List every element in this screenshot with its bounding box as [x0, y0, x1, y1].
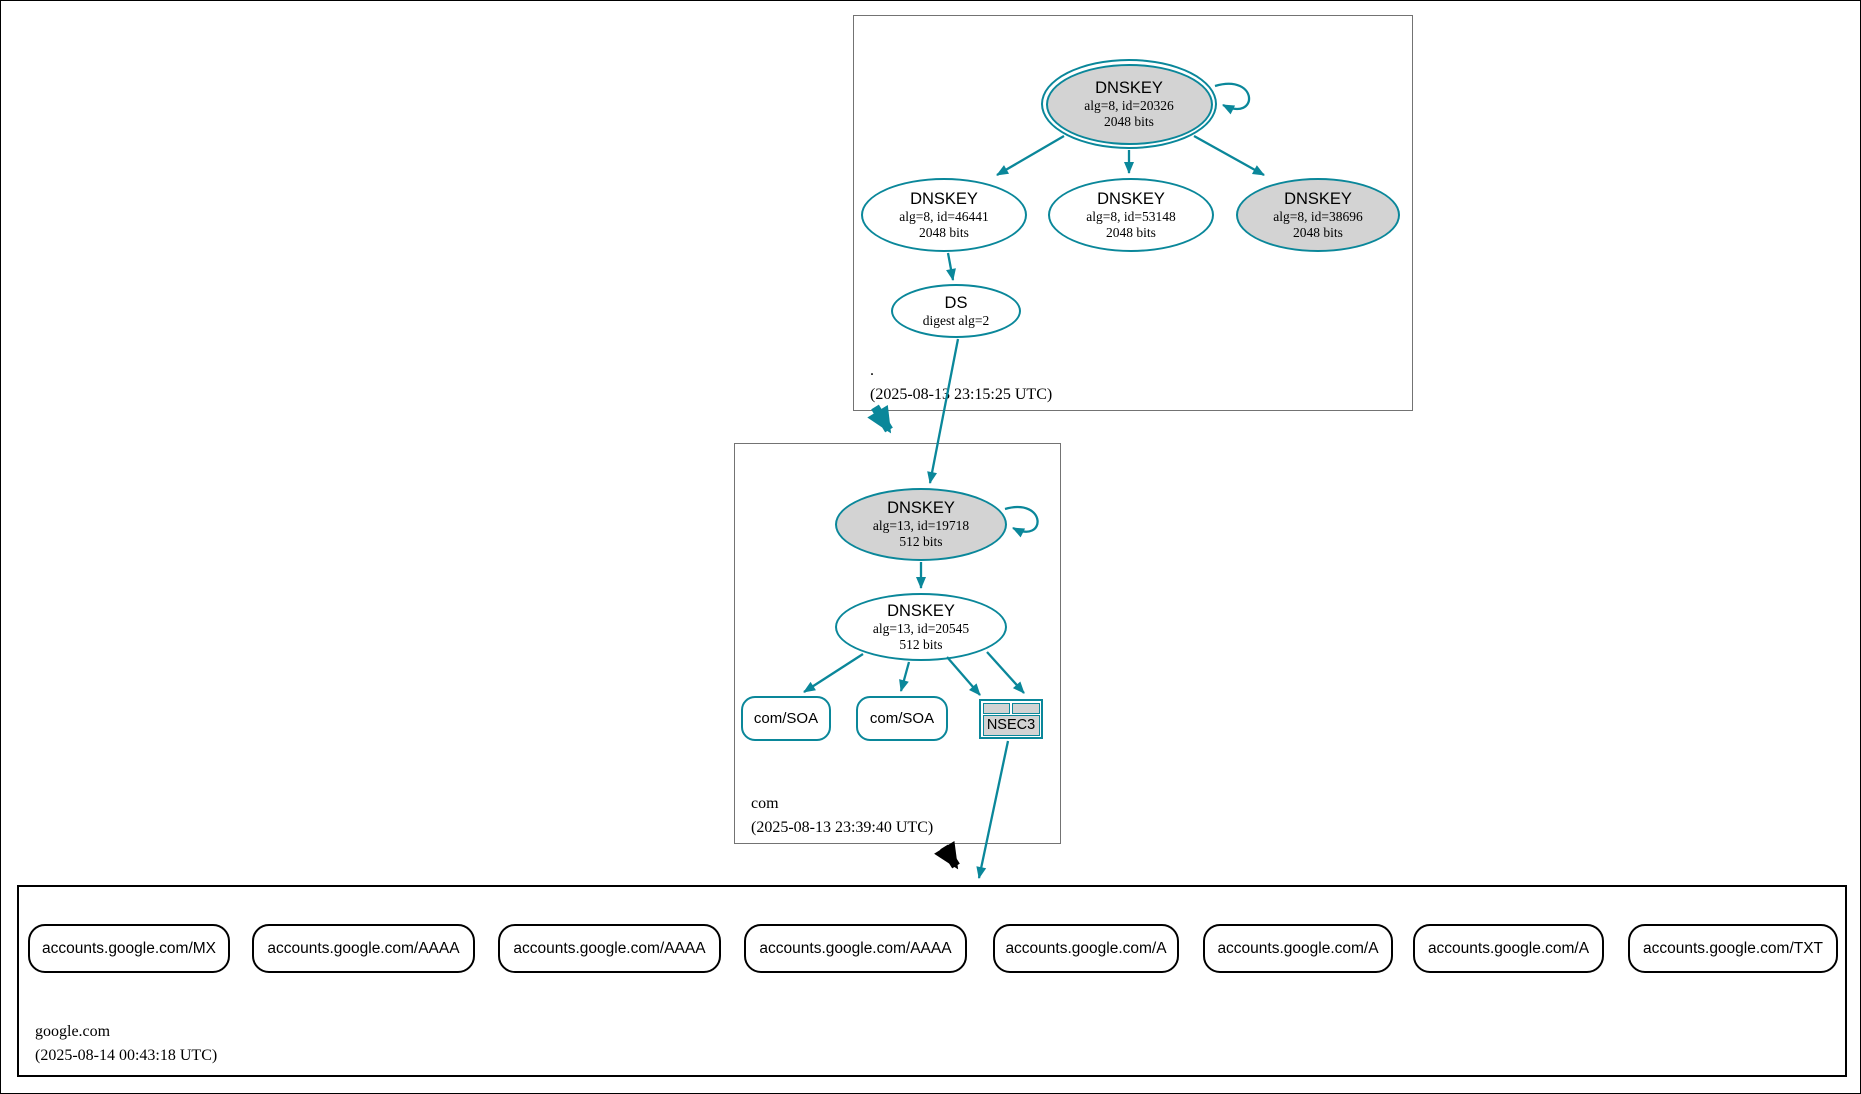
nsec3-cells [982, 702, 1040, 714]
dnskey-38696-type: DNSKEY [1284, 189, 1352, 208]
dnskey-53148-meta: alg=8, id=53148 [1086, 208, 1176, 224]
com-zone-name: com [751, 795, 779, 812]
root-zone-name: . [870, 362, 874, 379]
dnskey-19718-bits: 512 bits [899, 534, 943, 549]
rrset-node-aaaa-2[interactable]: accounts.google.com/AAAA [498, 924, 721, 973]
nsec3-cell-1 [982, 702, 1010, 714]
dnskey-20326-meta: alg=8, id=20326 [1084, 97, 1174, 113]
com-soa-1-label: com/SOA [753, 710, 819, 727]
dnskey-node-19718[interactable]: DNSKEY alg=13, id=19718 512 bits [835, 488, 1007, 561]
dnskey-46441-meta: alg=8, id=46441 [899, 208, 989, 224]
ds-meta: digest alg=2 [922, 312, 990, 328]
google-zone-box: google.com (2025-08-14 00:43:18 UTC) [17, 885, 1847, 1077]
com-zone-timestamp: (2025-08-13 23:39:40 UTC) [751, 819, 934, 836]
rrset-aaaa-2-label: accounts.google.com/AAAA [513, 939, 706, 957]
nsec3-node[interactable]: NSEC3 [979, 699, 1043, 739]
com-soa-2-label: com/SOA [869, 710, 935, 727]
dnskey-19718-meta: alg=13, id=19718 [872, 518, 970, 533]
com-soa-node-2[interactable]: com/SOA [856, 696, 948, 741]
dnskey-20545-bits: 512 bits [899, 636, 943, 652]
dnskey-46441-type: DNSKEY [910, 189, 978, 208]
com-zone-box: com (2025-08-13 23:39:40 UTC) [734, 443, 1061, 844]
dnskey-53148-type: DNSKEY [1097, 189, 1165, 208]
com-soa-node-1[interactable]: com/SOA [741, 696, 831, 741]
dnskey-53148-bits: 2048 bits [1106, 224, 1156, 240]
rrset-aaaa-3-label: accounts.google.com/AAAA [759, 939, 952, 957]
rrset-node-mx[interactable]: accounts.google.com/MX [28, 924, 230, 973]
dnskey-46441-bits: 2048 bits [919, 224, 969, 240]
google-zone-timestamp: (2025-08-14 00:43:18 UTC) [35, 1047, 218, 1064]
dnskey-node-20326[interactable]: DNSKEY alg=8, id=20326 2048 bits [1041, 59, 1217, 149]
rrset-txt-label: accounts.google.com/TXT [1642, 939, 1824, 957]
dnskey-20545-meta: alg=13, id=20545 [872, 620, 970, 636]
dnskey-19718-type: DNSKEY [887, 499, 955, 517]
rrset-node-a-3[interactable]: accounts.google.com/A [1413, 924, 1604, 973]
dnskey-node-38696[interactable]: DNSKEY alg=8, id=38696 2048 bits [1236, 178, 1400, 252]
rrset-a-2-label: accounts.google.com/A [1217, 939, 1379, 957]
dnskey-38696-bits: 2048 bits [1293, 224, 1343, 240]
dnskey-38696-meta: alg=8, id=38696 [1273, 208, 1363, 224]
rrset-a-3-label: accounts.google.com/A [1427, 939, 1590, 957]
root-zone-box: . (2025-08-13 23:15:25 UTC) [853, 15, 1413, 411]
rrset-node-aaaa-1[interactable]: accounts.google.com/AAAA [252, 924, 475, 973]
rrset-aaaa-1-label: accounts.google.com/AAAA [267, 939, 460, 957]
root-zone-timestamp: (2025-08-13 23:15:25 UTC) [870, 386, 1053, 403]
rrset-node-aaaa-3[interactable]: accounts.google.com/AAAA [744, 924, 967, 973]
ds-node[interactable]: DS digest alg=2 [891, 284, 1021, 338]
nsec3-label: NSEC3 [982, 715, 1040, 736]
rrset-node-a-2[interactable]: accounts.google.com/A [1203, 924, 1393, 973]
dnskey-20545-type: DNSKEY [887, 601, 955, 620]
dnskey-node-20326-inner: DNSKEY alg=8, id=20326 2048 bits [1045, 63, 1213, 145]
rrset-node-txt[interactable]: accounts.google.com/TXT [1628, 924, 1838, 973]
rrset-mx-label: accounts.google.com/MX [41, 939, 217, 957]
dnskey-node-53148[interactable]: DNSKEY alg=8, id=53148 2048 bits [1048, 178, 1214, 252]
google-zone-name: google.com [35, 1023, 111, 1040]
dnskey-node-20545[interactable]: DNSKEY alg=13, id=20545 512 bits [835, 593, 1007, 661]
dnskey-node-46441[interactable]: DNSKEY alg=8, id=46441 2048 bits [861, 178, 1027, 252]
rrset-node-a-1[interactable]: accounts.google.com/A [993, 924, 1179, 973]
rrset-a-1-label: accounts.google.com/A [1005, 939, 1167, 957]
nsec3-cell-2 [1012, 702, 1040, 714]
dnskey-20326-type: DNSKEY [1095, 78, 1163, 97]
edge-delegation-com-to-google [934, 840, 960, 870]
ds-type: DS [944, 293, 968, 312]
dnskey-20326-bits: 2048 bits [1104, 113, 1154, 129]
